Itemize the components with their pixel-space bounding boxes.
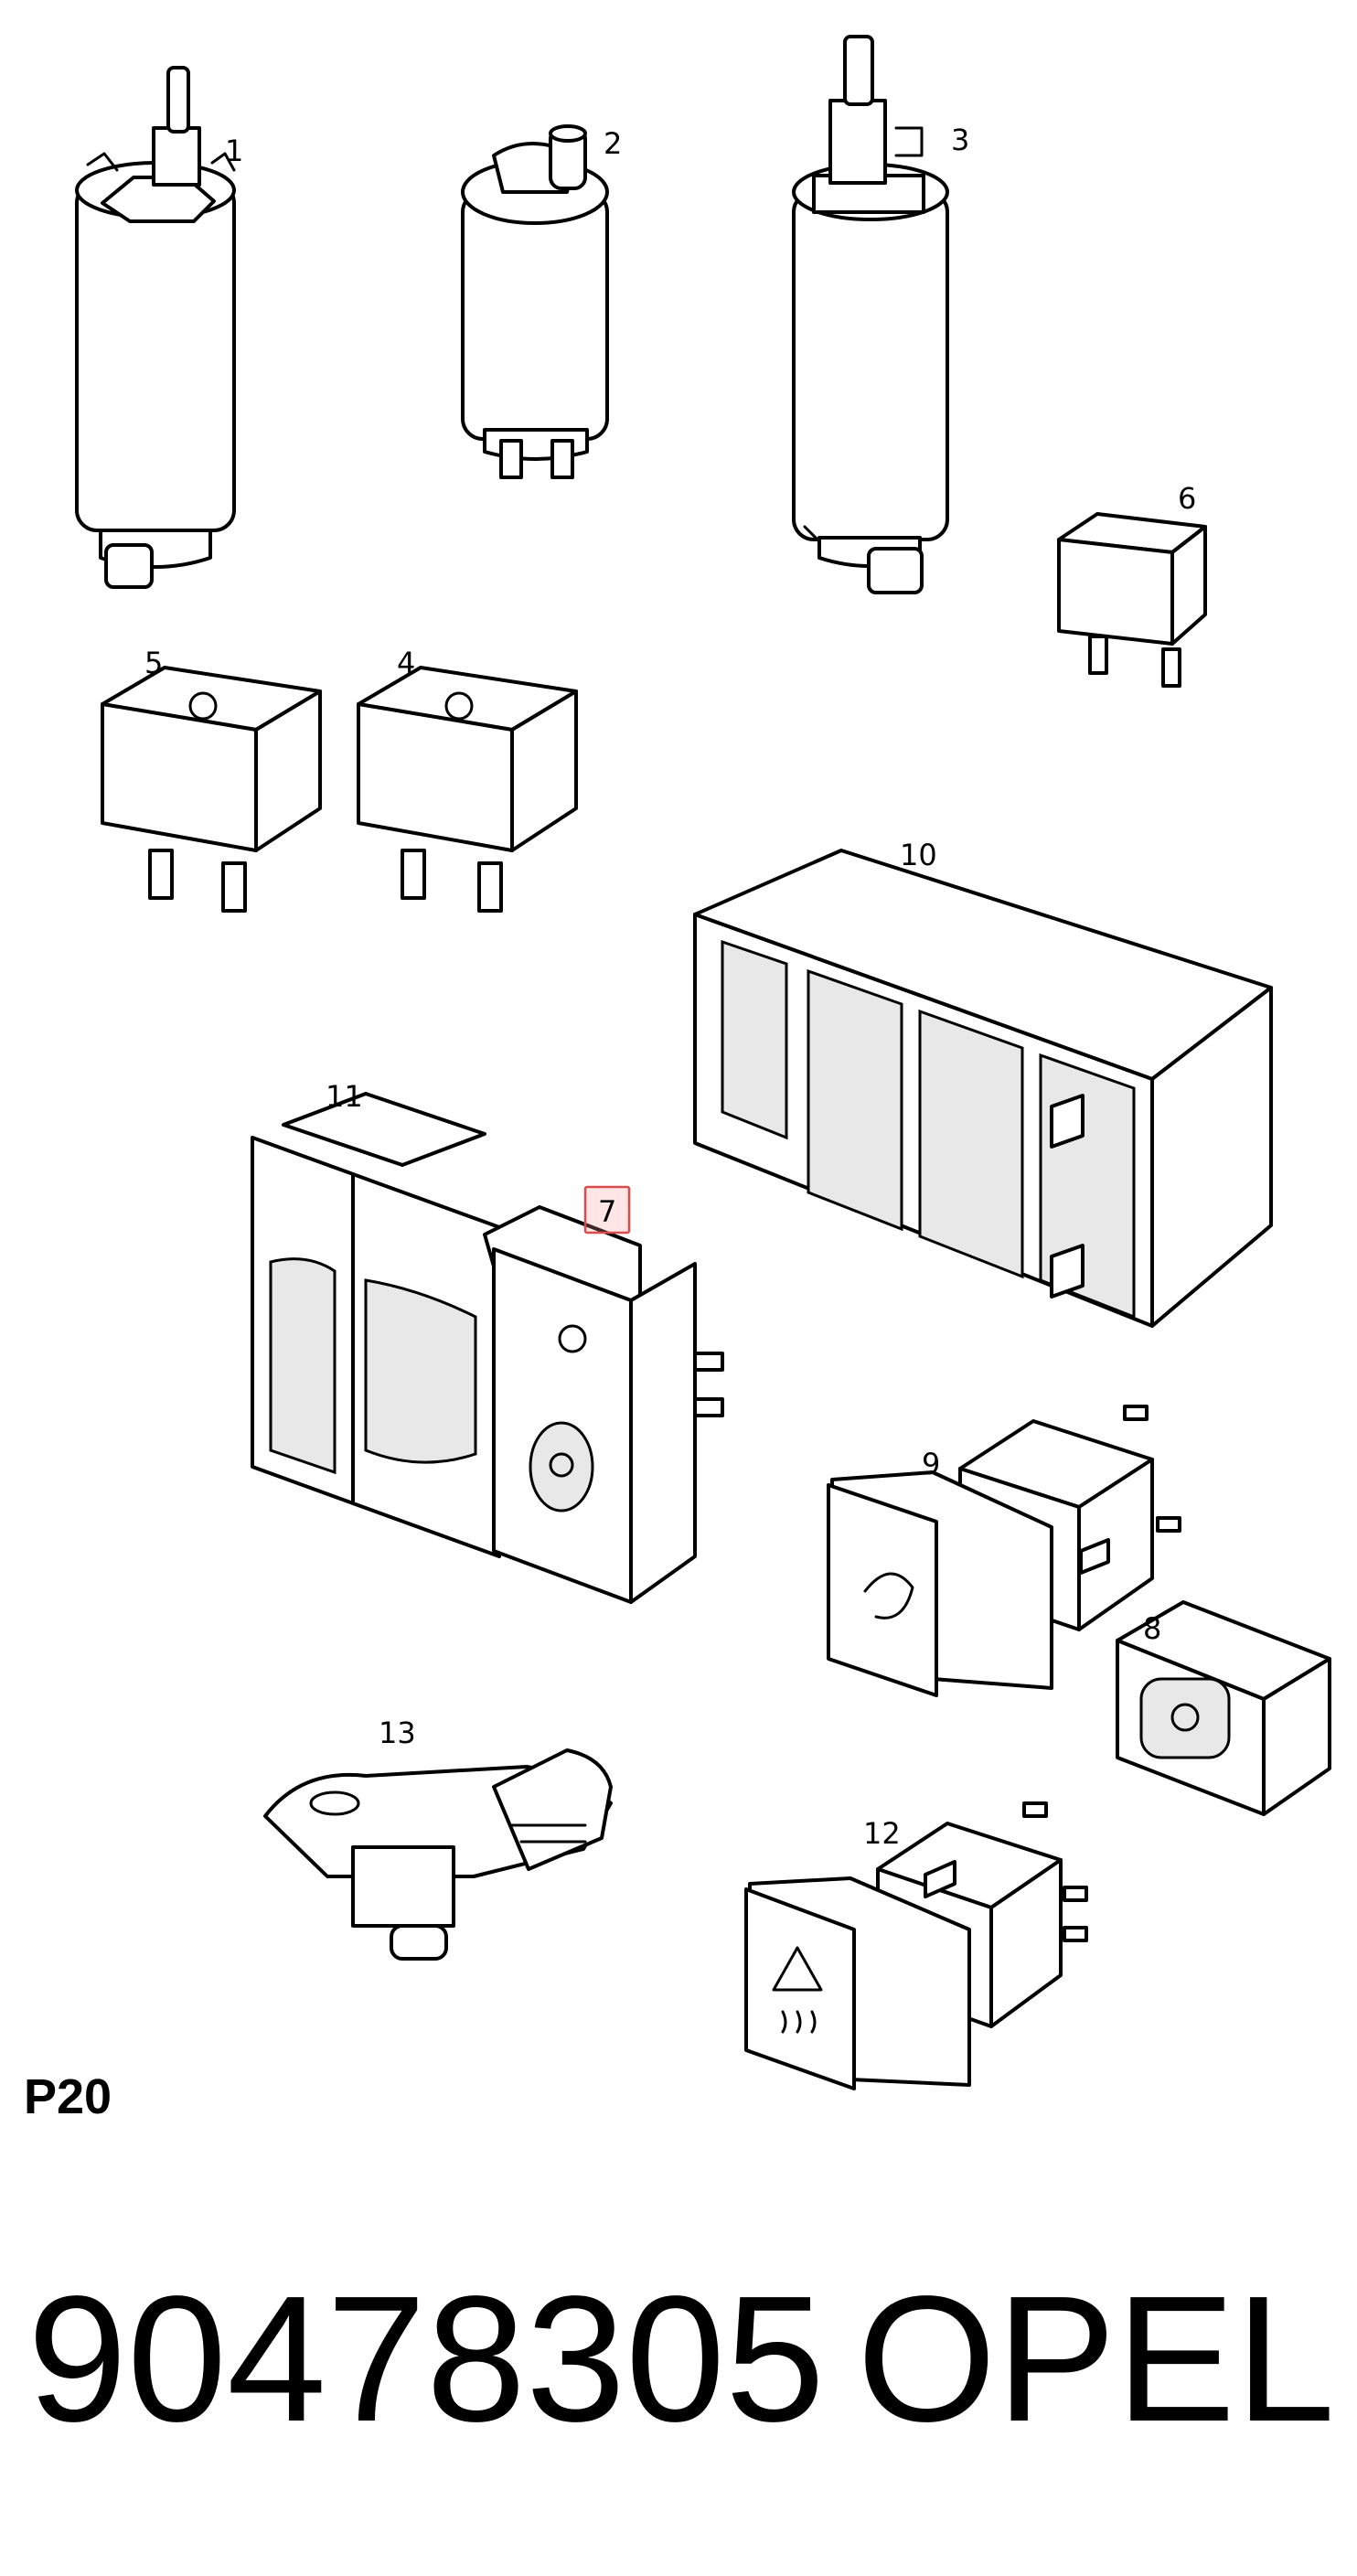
callout-4[interactable]: 4 [397,646,415,680]
callout-6[interactable]: 6 [1178,481,1196,516]
part-10-switch-frame[interactable] [693,849,1273,1328]
part-1-fuel-pump[interactable] [75,66,236,589]
callout-11[interactable]: 11 [326,1079,363,1114]
part-2-pump-insert[interactable] [461,124,609,479]
part-number: 90478305 [27,2259,826,2459]
callout-7[interactable]: 7 [598,1194,616,1229]
page-code: P20 [24,2069,112,2124]
callout-2[interactable]: 2 [604,126,622,161]
callout-12[interactable]: 12 [863,1816,901,1851]
callout-10[interactable]: 10 [900,838,937,872]
part-5-relay[interactable] [101,666,322,913]
part-6-relay[interactable] [1057,512,1207,688]
callout-9[interactable]: 9 [922,1447,940,1481]
callout-5[interactable]: 5 [144,646,163,680]
part-3-fuel-pump[interactable] [792,35,949,594]
part-9-push-switch[interactable] [827,1405,1181,1697]
part-7-switch[interactable] [483,1205,724,1604]
callout-3[interactable]: 3 [951,123,969,157]
callout-8[interactable]: 8 [1143,1611,1161,1646]
callout-7-highlight [583,1185,631,1235]
footer: 90478305 OPEL [27,2259,1335,2460]
part-8-indicator-switch[interactable] [1116,1600,1331,1816]
parts-exploded-diagram: 1 2 3 4 5 6 7 8 9 10 11 12 13 [75,35,1331,2090]
part-13-connector[interactable] [263,1748,613,1961]
callout-1[interactable]: 1 [225,134,243,168]
part-12-hazard-switch[interactable] [744,1801,1088,2090]
callout-13[interactable]: 13 [379,1716,416,1750]
part-11-switch-block[interactable] [251,1092,501,1558]
brand-name: OPEL [857,2259,1335,2459]
part-4-relay[interactable] [357,666,578,913]
